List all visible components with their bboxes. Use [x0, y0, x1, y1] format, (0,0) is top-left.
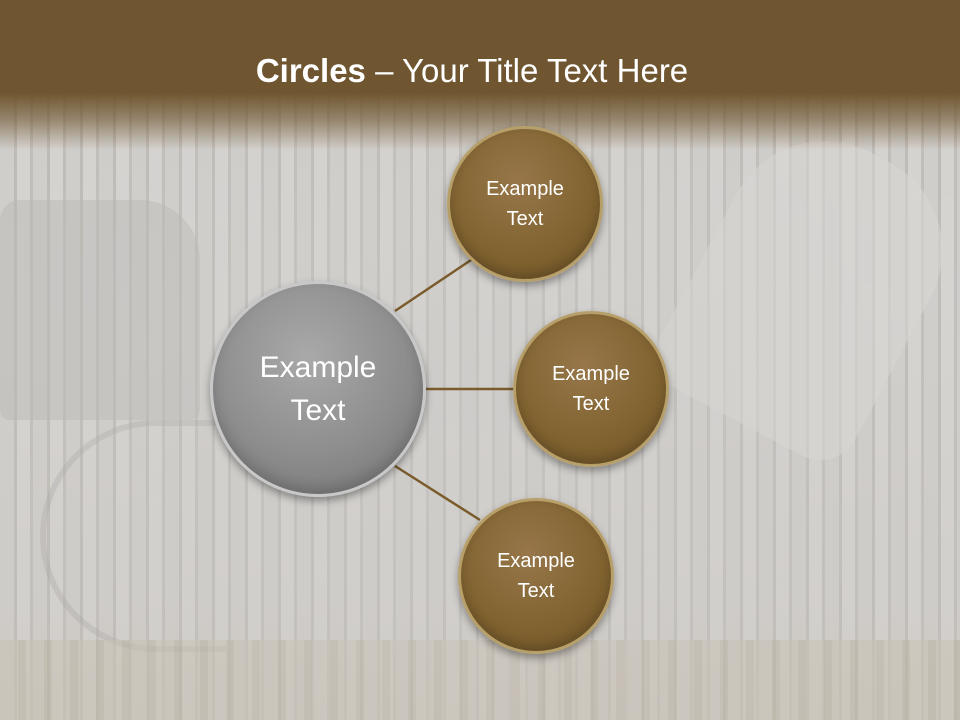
node-circle-2[interactable]: Example Text [513, 311, 669, 467]
node-circle-label: Example Text [552, 363, 630, 415]
title-band: Circles – Your Title Text Here [0, 0, 960, 150]
node-circle-3[interactable]: Example Text [458, 498, 614, 654]
title-bold-part: Circles [255, 52, 366, 89]
node-circle-label: Example Text [497, 550, 575, 602]
connector-hub-to-node-1 [394, 256, 475, 313]
hub-circle[interactable]: Example Text [210, 281, 426, 497]
slide-title[interactable]: Circles – Your Title Text Here [0, 52, 944, 90]
hub-circle-label: Example Text [259, 350, 377, 428]
node-circle-1[interactable]: Example Text [447, 126, 603, 282]
connector-hub-to-node-3 [394, 464, 481, 522]
title-rest-part: – Your Title Text Here [365, 52, 689, 89]
node-circle-label: Example Text [486, 178, 564, 230]
